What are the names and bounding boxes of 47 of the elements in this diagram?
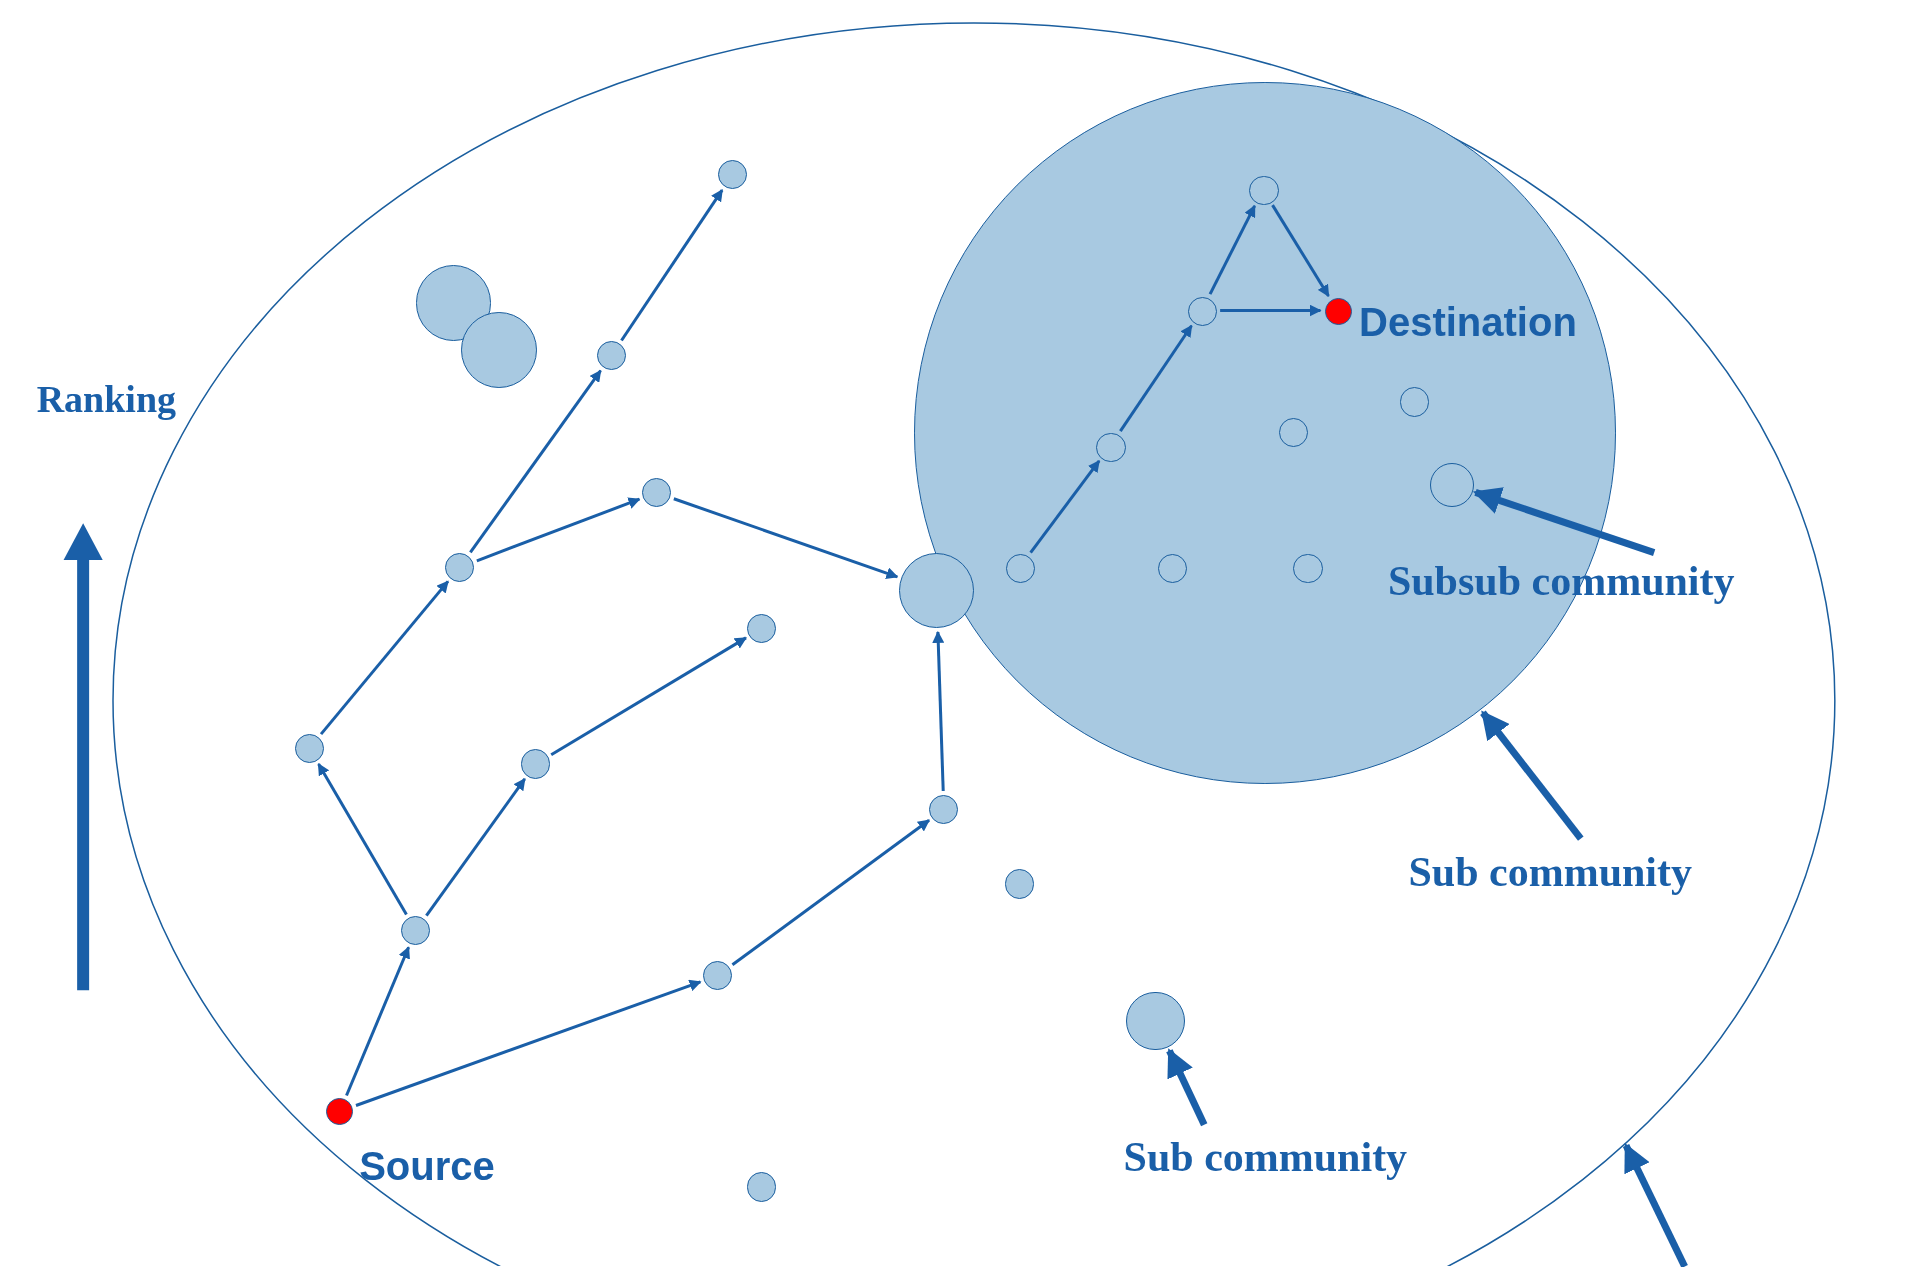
arrow — [476, 497, 641, 563]
arrow — [1480, 710, 1584, 841]
network-node — [1249, 175, 1279, 206]
network-node — [520, 749, 551, 779]
arrow — [731, 819, 930, 966]
network-node — [1005, 553, 1036, 583]
arrow — [345, 946, 410, 1097]
arrow — [469, 369, 602, 554]
arrow — [673, 497, 899, 579]
network-node — [401, 915, 431, 946]
network-node — [1399, 387, 1429, 417]
callout-label: Sub community — [1408, 848, 1692, 895]
arrow — [1119, 324, 1193, 432]
axis-label: Ranking — [36, 378, 177, 421]
network-node — [1430, 463, 1475, 508]
node-label: Destination — [1359, 300, 1577, 345]
node-label: Source — [359, 1144, 495, 1189]
network-node — [1293, 553, 1323, 583]
network-node — [1096, 432, 1126, 462]
network-node — [702, 960, 733, 991]
network-node — [1278, 417, 1308, 448]
arrow — [932, 630, 945, 792]
arrow — [355, 979, 702, 1107]
network-node — [1188, 296, 1218, 327]
network-node — [717, 160, 747, 190]
network-node — [596, 341, 626, 371]
network-node — [294, 733, 324, 763]
network-node — [929, 794, 959, 824]
network-node — [1157, 553, 1187, 583]
arrow — [1271, 204, 1330, 297]
arrow — [317, 763, 408, 916]
arrow — [620, 189, 724, 342]
network-node — [445, 552, 475, 582]
arrow — [550, 636, 747, 756]
network-node — [747, 613, 777, 644]
arrow — [1472, 487, 1656, 556]
network-node — [1004, 869, 1035, 899]
arrow — [1622, 1143, 1688, 1267]
arrow — [1208, 204, 1256, 295]
network-node — [641, 478, 672, 508]
arrow — [1029, 459, 1101, 554]
arrow — [425, 778, 526, 917]
arrow — [1166, 1048, 1208, 1127]
network-node — [747, 1172, 777, 1202]
arrow — [1220, 304, 1322, 317]
arrow — [319, 580, 450, 736]
callout-label: Sub community — [1123, 1133, 1408, 1180]
